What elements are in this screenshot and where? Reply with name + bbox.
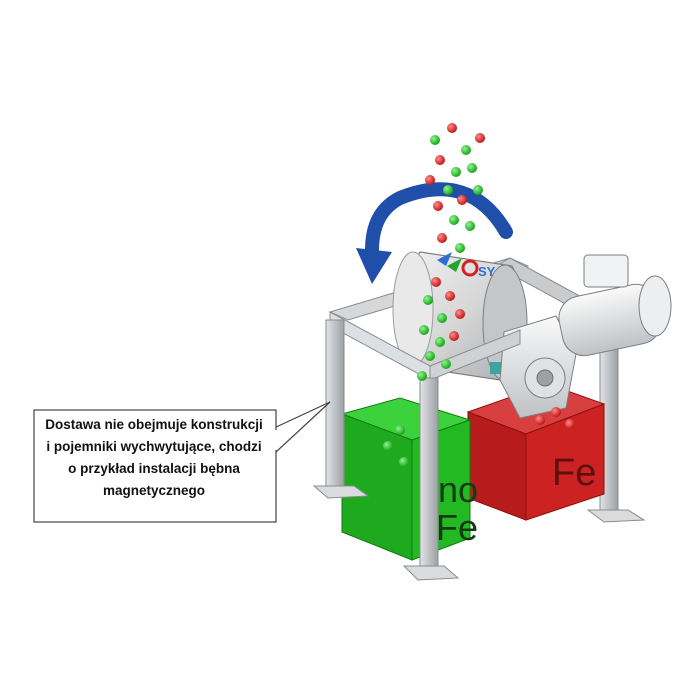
motor-fan-cover	[638, 275, 672, 337]
frame-top-front-right-beam	[429, 329, 521, 381]
particle-green	[449, 215, 459, 225]
callout-pointer	[273, 401, 331, 454]
callout-line-2: i pojemniki wychwytujące, chodzi	[46, 439, 262, 454]
particle-green	[441, 359, 451, 369]
callout-line-4: magnetycznego	[102, 483, 206, 498]
particle-red	[431, 277, 441, 287]
motor-terminal-box	[583, 254, 629, 288]
drum-logo-text: SY	[478, 264, 496, 279]
material-particles	[383, 123, 575, 467]
frame-foot-front-center	[402, 565, 460, 581]
particle-green	[467, 163, 477, 173]
gearbox-shaft	[536, 369, 554, 387]
callout-box	[33, 409, 277, 523]
particle-green	[443, 185, 453, 195]
particle-green	[437, 313, 447, 323]
particle-red	[433, 201, 443, 211]
particle-red	[449, 331, 459, 341]
particle-green	[465, 221, 475, 231]
particle-red	[447, 123, 457, 133]
frame-foot-back-right	[586, 509, 646, 523]
frame-foot-front-left	[312, 485, 370, 499]
particle-green	[423, 295, 433, 305]
particle-red	[445, 291, 455, 301]
nonferrous-bin-label-line2: Fe	[436, 507, 478, 548]
particle-green	[395, 425, 405, 435]
particle-red	[535, 415, 545, 425]
particle-green	[455, 243, 465, 253]
callout-line-3: o przykład instalacji bębna	[68, 461, 240, 476]
particle-green	[425, 351, 435, 361]
ferrous-bin-side	[525, 403, 605, 521]
frame-post-front-left	[325, 319, 345, 491]
callout-line-1: Dostawa nie obejmuje konstrukcji	[45, 417, 263, 432]
nonferrous-bin: no Fe	[340, 397, 478, 561]
drive-unit	[499, 254, 672, 419]
particle-green	[473, 185, 483, 195]
particle-green	[383, 441, 393, 451]
particle-red	[435, 155, 445, 165]
rotation-arrow-icon	[356, 182, 513, 284]
particle-red	[425, 175, 435, 185]
particle-red	[475, 133, 485, 143]
particle-green	[399, 457, 409, 467]
nonferrous-bin-label-line1: no	[438, 469, 478, 510]
frame-post-front-center	[419, 377, 439, 569]
particle-red	[437, 233, 447, 243]
particle-green	[430, 135, 440, 145]
ferrous-bin-label: Fe	[552, 452, 596, 494]
particle-red	[551, 407, 561, 417]
particle-green	[461, 145, 471, 155]
particle-red	[565, 419, 575, 429]
particle-green	[417, 371, 427, 381]
logo-icon	[437, 252, 479, 277]
particle-red	[457, 195, 467, 205]
callout-text: Dostawa nie obejmuje konstrukcji i pojem…	[34, 414, 274, 502]
particle-green	[419, 325, 429, 335]
particle-green	[435, 337, 445, 347]
particle-green	[451, 167, 461, 177]
callout	[33, 401, 331, 523]
support-frame-front	[312, 311, 521, 581]
particle-red	[455, 309, 465, 319]
